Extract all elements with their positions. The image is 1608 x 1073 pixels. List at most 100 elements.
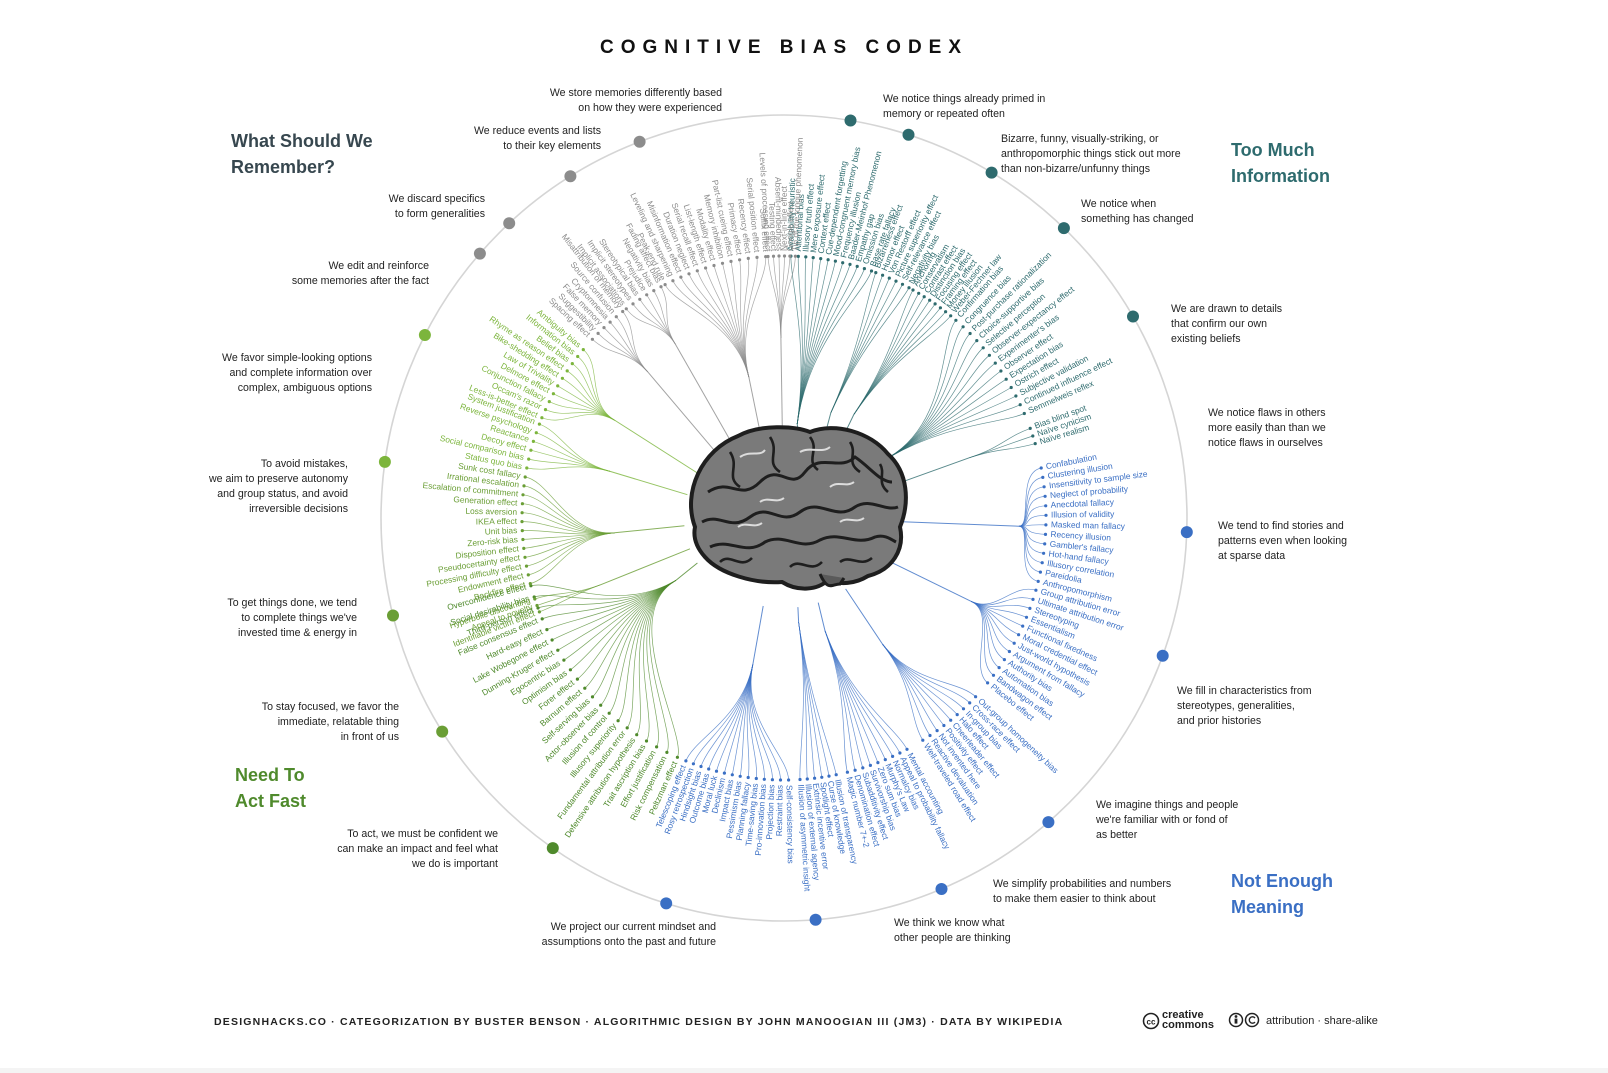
bias-dot <box>675 755 680 759</box>
bias-label-illusion-of-validity: Illusion of validity <box>1051 509 1115 520</box>
bias-dot <box>805 777 809 781</box>
bias-dot <box>883 758 887 762</box>
group-marker-simple <box>418 329 431 341</box>
bias-dot <box>560 376 565 380</box>
branch-line <box>672 280 750 378</box>
branch-line <box>745 256 767 378</box>
group-marker-stories <box>1180 526 1193 539</box>
bias-dot <box>762 777 766 781</box>
branch-line <box>685 664 754 762</box>
bias-dot <box>921 738 925 742</box>
group-marker-changed <box>985 166 998 179</box>
bias-dot <box>1031 434 1035 438</box>
branch-line <box>887 413 1025 459</box>
bias-dot <box>928 298 932 302</box>
branch-line <box>824 630 848 773</box>
bias-dot <box>820 775 824 779</box>
bias-dot <box>1021 624 1025 628</box>
bias-dot <box>1044 504 1048 508</box>
bias-dot <box>845 770 850 774</box>
bias-dot <box>993 361 997 365</box>
bias-dot <box>855 264 859 268</box>
bias-label-availability-heuristic: Availability heuristic <box>785 178 797 251</box>
bias-dot <box>529 448 533 452</box>
branch-line <box>577 580 676 680</box>
bias-dot <box>938 306 943 310</box>
creative-commons-logo: cc creative commons <box>1142 1009 1214 1031</box>
group-marker-focused <box>436 725 449 738</box>
bias-dot <box>1031 597 1035 602</box>
bias-dot <box>1044 523 1048 527</box>
bias-dot <box>841 261 845 265</box>
bias-dot <box>1004 377 1008 381</box>
bias-label-absent-mindedness: Absent-mindedness <box>773 177 784 251</box>
bias-dot <box>527 457 531 461</box>
group-marker-confirm <box>1057 222 1070 235</box>
bias-dot <box>1044 513 1048 517</box>
bias-dot <box>876 761 880 765</box>
bias-dot <box>1009 385 1013 390</box>
cc-circle-icon <box>1142 1012 1160 1030</box>
bias-dot <box>991 673 996 677</box>
bias-dot <box>1024 615 1029 619</box>
bias-dot <box>575 677 580 681</box>
bias-dot <box>722 771 727 775</box>
bias-dot <box>520 511 524 515</box>
branch-line <box>622 311 648 372</box>
bias-dot <box>720 261 725 265</box>
bias-dot <box>659 285 663 289</box>
bias-dot <box>583 686 587 690</box>
bias-dot <box>616 719 620 723</box>
branch-trunk-simplify <box>817 602 826 631</box>
bias-dot <box>631 302 635 306</box>
bias-label-anecdotal-fallacy: Anecdotal fallacy <box>1050 497 1115 510</box>
branch-line <box>887 355 990 459</box>
bias-dot <box>900 282 905 286</box>
branch-line <box>830 287 910 414</box>
bias-dot <box>778 778 783 782</box>
bias-dot <box>787 778 791 782</box>
bias-dot <box>540 416 544 420</box>
group-marker-edit <box>473 247 486 260</box>
bias-dot <box>608 320 612 324</box>
bias-dot <box>562 658 566 662</box>
branch-line <box>887 378 1007 459</box>
bias-dot <box>833 259 838 263</box>
bias-label-attentional-bias: Attentional bias <box>793 194 806 252</box>
bias-dot <box>804 255 808 259</box>
bias-dot <box>874 271 878 275</box>
bias-dot <box>987 353 992 357</box>
bias-dot <box>861 766 865 770</box>
bias-dot <box>625 726 629 730</box>
bias-dot <box>942 723 946 728</box>
branch-trunk-reduce <box>748 377 761 431</box>
group-marker-reduce <box>564 170 577 183</box>
branch-line <box>534 584 601 600</box>
bias-dot <box>853 768 857 772</box>
bias-dot <box>1014 394 1018 398</box>
branch-line <box>664 284 750 378</box>
bias-dot <box>687 272 691 276</box>
branch-line <box>583 349 616 421</box>
bias-dot <box>699 764 703 769</box>
bias-label-masked-man-fallacy: Masked man fallacy <box>1051 519 1126 531</box>
bias-dot <box>738 774 742 778</box>
branch-line <box>680 276 750 378</box>
bias-dot <box>590 337 595 341</box>
bias-dot <box>1012 641 1016 645</box>
branch-trunk-familiar <box>845 588 883 645</box>
branch-trunk-edit <box>647 371 717 453</box>
bias-dot <box>1018 403 1022 407</box>
branch-line <box>969 443 1036 459</box>
branch-line <box>539 423 611 472</box>
group-marker-flaws <box>1127 310 1139 323</box>
branch-line <box>584 580 676 689</box>
branch-line <box>660 286 676 345</box>
